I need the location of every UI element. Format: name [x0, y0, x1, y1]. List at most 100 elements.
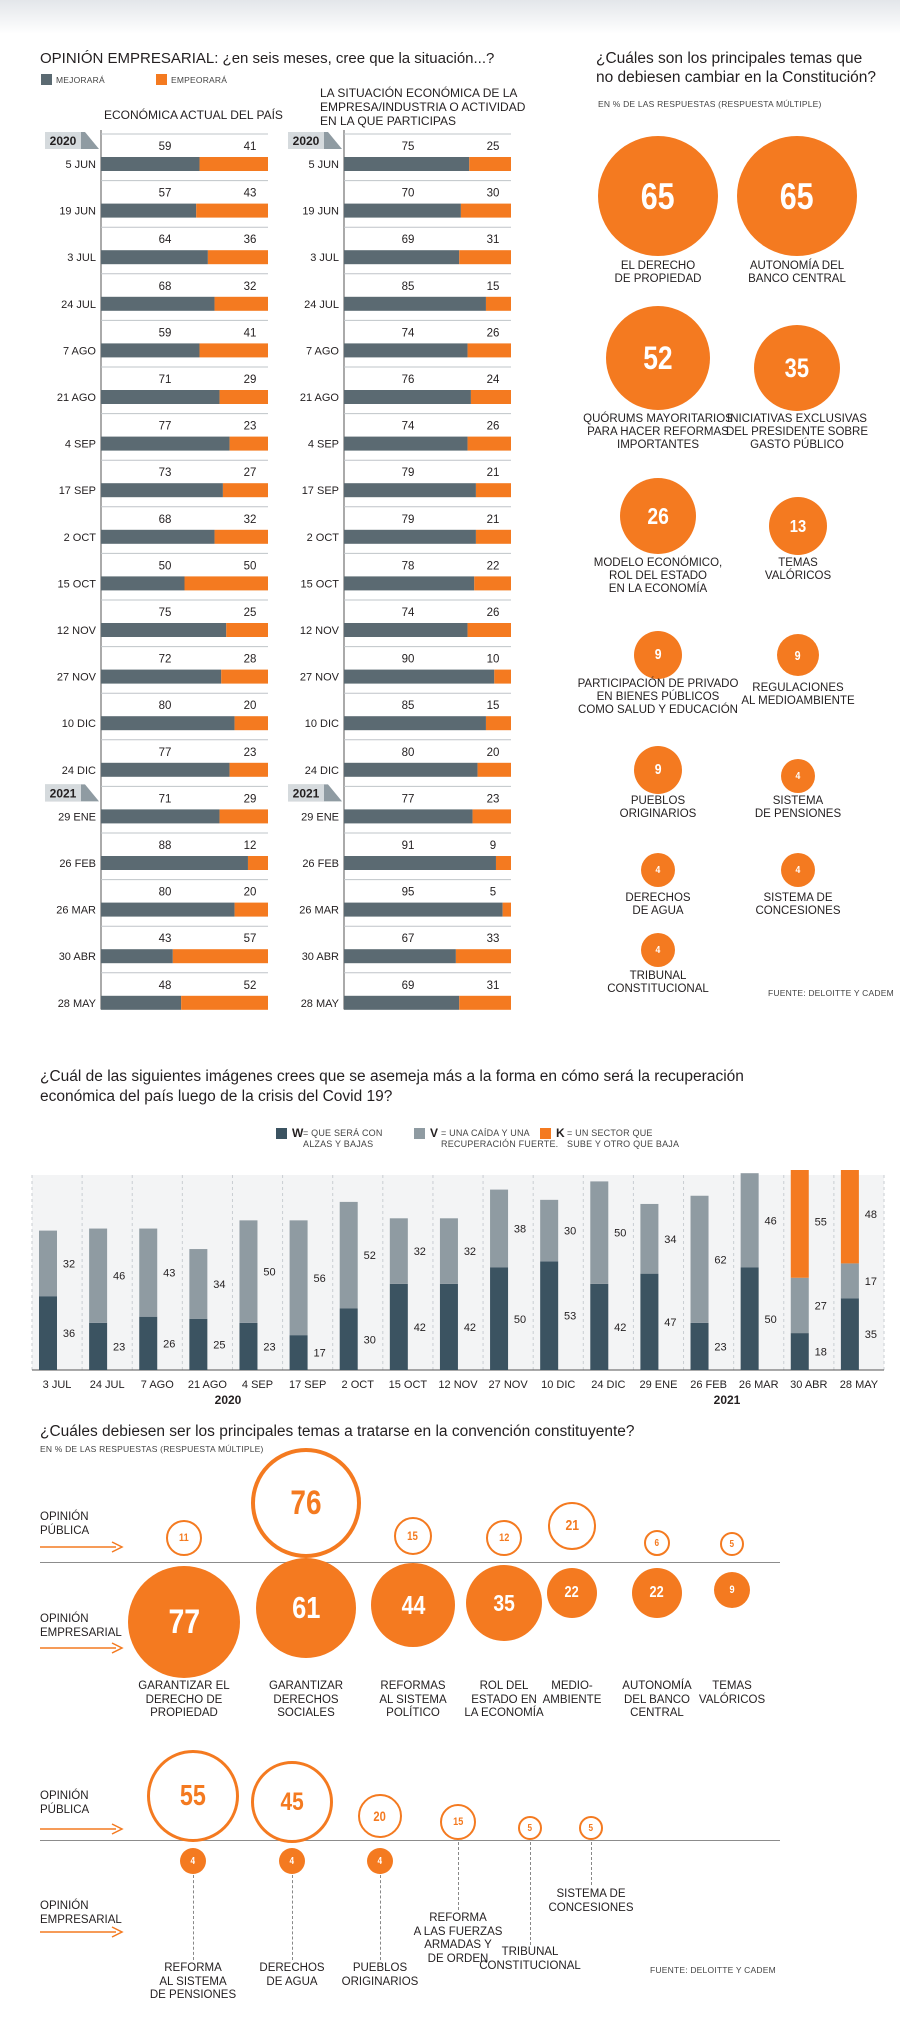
- recovery-x-label: 12 NOV: [438, 1379, 478, 1391]
- company-value-worse: 23: [487, 793, 500, 805]
- company-value-better: 74: [402, 607, 415, 619]
- econ-value-better: 75: [159, 607, 172, 619]
- rowA-business-arrow-head: [111, 1642, 124, 1654]
- econ-bar-better: [101, 296, 215, 311]
- constitution-bubble: 4: [641, 853, 675, 887]
- sec4-subtitle: EN % DE LAS RESPUESTAS (RESPUESTA MÚLTIP…: [40, 1444, 264, 1454]
- company-bar-better: [344, 716, 486, 731]
- constitution-bubble-label-line: BANCO CENTRAL: [748, 273, 846, 285]
- constitution-bubble: 9: [634, 746, 682, 794]
- econ-value-better: 73: [159, 467, 172, 479]
- constitution-bubble-value: 13: [789, 515, 807, 536]
- constitution-bubble-value: 52: [643, 339, 673, 376]
- econ-bar-better: [101, 157, 200, 171]
- recovery-value-W: 18: [815, 1347, 827, 1359]
- recovery-value-W: 26: [163, 1338, 175, 1350]
- constitution-bubble: 26: [620, 478, 696, 554]
- recovery-bar-W: [39, 1296, 57, 1370]
- recovery-bar-W: [139, 1316, 158, 1370]
- recovery-bar-chart: 3632234626432534235017563052423242325038…: [31, 1170, 885, 1371]
- recovery-value-W: 42: [614, 1322, 626, 1334]
- convention-leader-line: [458, 1842, 459, 1910]
- rowB-business-label-line: OPINIÓN: [40, 1900, 89, 1912]
- company-value-better: 91: [402, 840, 415, 852]
- convention-topic-label-line: CONSTITUCIONAL: [479, 1959, 581, 1972]
- constitution-bubble: 13: [769, 497, 827, 555]
- company-bar-better: [344, 576, 475, 591]
- recovery-bar-W: [540, 1261, 559, 1370]
- company-value-better: 90: [402, 654, 415, 666]
- company-bar-better: [344, 529, 476, 544]
- recovery-bar-V: [389, 1218, 408, 1284]
- recovery-bar-W: [339, 1308, 358, 1370]
- econ-bar-better: [101, 390, 220, 404]
- convention-topic-label-line: REFORMA: [429, 1912, 487, 1924]
- convention-topic-label-line: TEMAS: [712, 1680, 752, 1692]
- econ-bar-better: [101, 716, 235, 731]
- convention-business-bubble: 4: [279, 1848, 305, 1874]
- constitution-bubble-label-line: VALÓRICOS: [764, 570, 832, 582]
- econ-bar-worse: [214, 296, 268, 311]
- convention-topic-label-line: CONCESIONES: [548, 1901, 634, 1914]
- econ-bar-worse: [184, 576, 268, 591]
- econ-value-worse: 29: [244, 793, 257, 805]
- recovery-value-V: 46: [113, 1271, 125, 1283]
- rowA-divider: [40, 1562, 780, 1563]
- recovery-x-label: 4 SEP: [242, 1379, 273, 1391]
- econ-date-label: 26 FEB: [59, 858, 96, 870]
- recovery-x-label: 24 JUL: [90, 1379, 125, 1391]
- econ-value-worse: 28: [244, 654, 257, 666]
- convention-topic-label-line: A LAS FUERZAS: [413, 1925, 503, 1938]
- recovery-bar-V: [490, 1189, 509, 1268]
- company-bar-worse: [470, 390, 511, 404]
- convention-topic-label-line: DERECHO DE: [145, 1693, 223, 1706]
- econ-date-label: 5 JUN: [65, 159, 96, 171]
- company-bar-worse: [467, 436, 511, 451]
- convention-topic-label-line: POLÍTICO: [386, 1707, 440, 1719]
- recovery-value-W: 36: [63, 1328, 75, 1340]
- convention-business-bubble-value: 22: [564, 1584, 580, 1601]
- convention-business-bubble: 22: [547, 1568, 597, 1618]
- econ-value-worse: 50: [244, 560, 257, 572]
- rowA-public-label-line: OPINIÓN: [40, 1511, 89, 1523]
- convention-leader-line: [591, 1842, 592, 1885]
- recovery-bar-V: [439, 1218, 458, 1284]
- company-bar-better: [344, 995, 460, 1010]
- constitution-bubble-label-line: REGULACIONES: [752, 682, 844, 694]
- right-title-line-3: EN LA QUE PARTICIPAS: [320, 114, 457, 128]
- econ-bar-worse: [234, 902, 268, 917]
- econ-bar-better: [101, 623, 227, 637]
- constitution-bubble-label-line: COMO SALUD Y EDUCACIÓN: [578, 704, 738, 716]
- econ-value-worse: 23: [244, 747, 257, 759]
- legend-text-line: = UN SECTOR QUE: [567, 1128, 653, 1138]
- constitution-bubble-value: 4: [655, 864, 661, 876]
- econ-value-better: 77: [159, 747, 172, 759]
- rowA-public-arrow-head: [111, 1541, 124, 1553]
- recovery-value-W: 50: [765, 1314, 777, 1326]
- econ-value-worse: 25: [244, 607, 257, 619]
- econ-date-label: 10 DIC: [62, 718, 96, 730]
- constitution-bubble: 65: [598, 136, 718, 256]
- econ-year-tag-bg: [45, 784, 81, 802]
- recovery-bar-W: [840, 1298, 859, 1370]
- convention-business-bubble: 4: [367, 1848, 393, 1874]
- econ-bar-worse: [172, 949, 268, 964]
- convention-public-bubble-value: 15: [452, 1816, 464, 1828]
- constitution-bubble-label-line: PUEBLOS: [630, 795, 686, 807]
- company-value-better: 67: [402, 933, 415, 945]
- constitution-bubble-label-line: EN BIENES PÚBLICOS: [596, 691, 720, 703]
- convention-public-bubble: 45: [251, 1761, 333, 1843]
- legend-better-swatch: [41, 74, 52, 85]
- convention-public-bubble: 20: [358, 1794, 402, 1838]
- legend-text-line: = QUE SERÁ CON: [303, 1128, 383, 1138]
- recovery-x-label: 24 DIC: [591, 1379, 625, 1391]
- econ-year-label: 2020: [50, 134, 77, 148]
- econ-value-better: 57: [159, 188, 172, 200]
- company-date-label: 24 JUL: [304, 299, 339, 311]
